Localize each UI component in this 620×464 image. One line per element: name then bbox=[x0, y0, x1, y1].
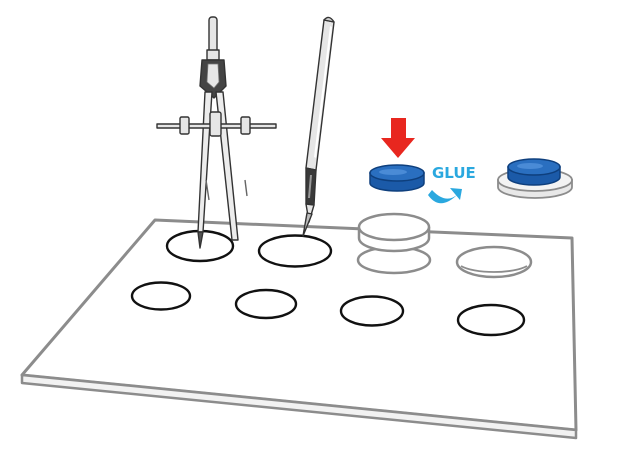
blue-disc-being-placed bbox=[369, 164, 425, 192]
foam-board bbox=[20, 218, 578, 440]
removed-disc bbox=[356, 212, 432, 275]
compass-icon bbox=[156, 16, 277, 249]
cut-circle bbox=[339, 295, 405, 327]
finished-disc bbox=[497, 158, 573, 199]
glue-label: GLUE bbox=[432, 164, 476, 182]
cut-circle bbox=[456, 303, 526, 337]
disc-top bbox=[357, 212, 431, 242]
empty-hole bbox=[455, 245, 533, 279]
craft-knife-icon bbox=[302, 16, 335, 237]
cut-circle bbox=[130, 281, 192, 311]
cut-circle bbox=[257, 234, 333, 268]
curved-arrow-icon bbox=[428, 188, 462, 204]
cut-circle bbox=[234, 288, 298, 320]
down-arrow-icon bbox=[381, 118, 415, 158]
